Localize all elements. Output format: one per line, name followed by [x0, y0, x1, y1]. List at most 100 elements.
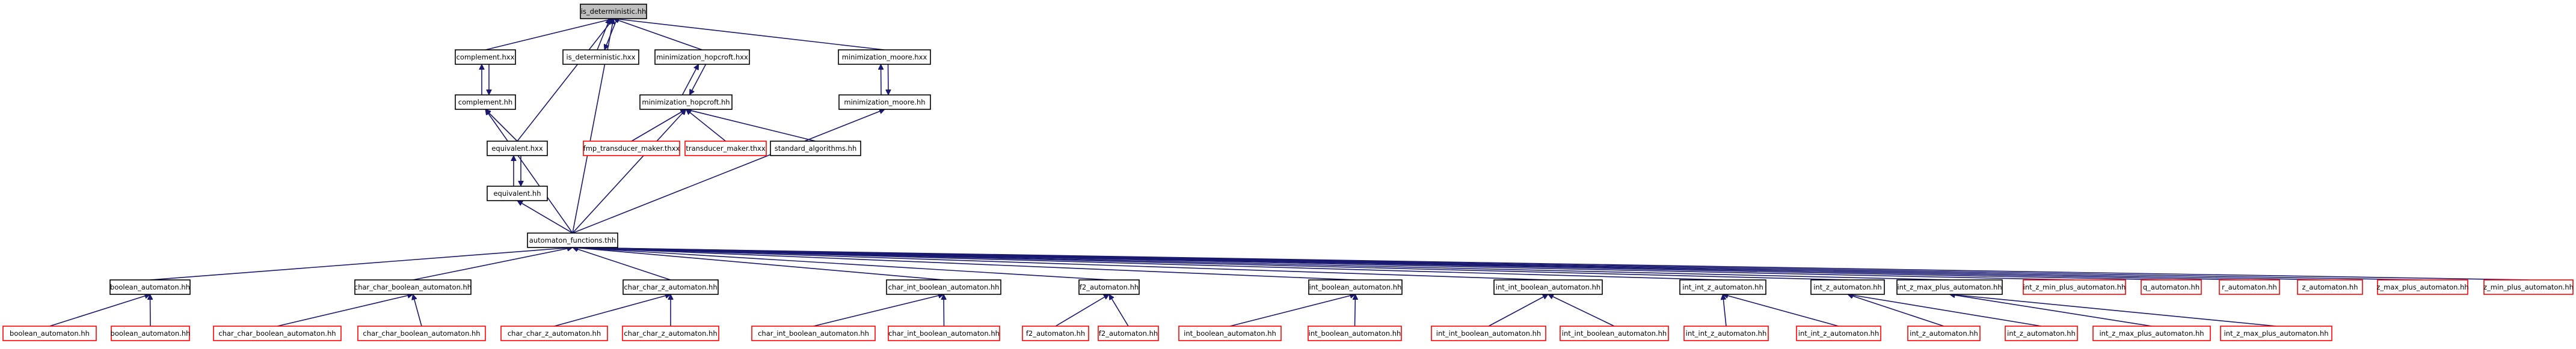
node-box: [1493, 279, 1603, 295]
node-iiz2[interactable]: int_int_z_automaton.hh: [1796, 326, 1881, 341]
nodes-layer: is_deterministic.hh complement.hxx is_dete…: [2, 4, 2574, 341]
node-iz1[interactable]: int_z_automaton.hh: [1907, 326, 1981, 341]
node-ccb1[interactable]: char_char_boolean_automaton.hh: [213, 326, 342, 341]
node-cib2[interactable]: char_int_boolean_automaton.hh: [888, 326, 1000, 341]
node-izmin_a[interactable]: int_z_min_plus_automaton.hh: [2023, 279, 2126, 295]
node-comp_hxx[interactable]: complement.hxx: [455, 49, 516, 65]
node-label: int_int_z_automaton.hh: [1682, 283, 1763, 291]
edge-af-to-equiv_hh: [517, 200, 573, 234]
node-box: [1810, 279, 1885, 295]
node-f21[interactable]: f2_automaton.hh: [1022, 326, 1089, 341]
node-ib_a[interactable]: int_boolean_automaton.hh: [1308, 279, 1403, 295]
edge-ccb1-to-ccb_a: [277, 294, 413, 327]
node-ccz2[interactable]: char_char_z_automaton.hh: [622, 326, 719, 341]
node-r_a[interactable]: r_automaton.hh: [2219, 279, 2280, 295]
node-label: int_boolean_automaton.hh: [1184, 329, 1276, 338]
node-ccz1[interactable]: char_char_z_automaton.hh: [500, 326, 608, 341]
edge-ib1-to-ib_a: [1229, 294, 1356, 327]
node-box: [2023, 279, 2126, 295]
node-iz2[interactable]: int_z_automaton.hh: [2005, 326, 2078, 341]
node-label: char_int_boolean_automaton.hh: [758, 329, 869, 338]
node-ccb2[interactable]: char_char_boolean_automaton.hh: [357, 326, 486, 341]
node-zmin_a[interactable]: z_min_plus_automaton.hh: [2483, 279, 2574, 295]
node-f2_a[interactable]: f2_automaton.hh: [1078, 279, 1140, 295]
edge-iib_a-to-af: [573, 247, 1549, 281]
edge-fmp-to-hop_hh: [631, 109, 686, 142]
edge-equiv_hxx-to-comp_hh: [485, 109, 518, 142]
node-ccz_a[interactable]: char_char_z_automaton.hh: [622, 279, 719, 295]
node-box: [751, 326, 876, 341]
node-label: char_char_boolean_automaton.hh: [363, 329, 480, 338]
node-label: boolean_automaton.hh: [110, 283, 190, 291]
node-ccb_a[interactable]: char_char_boolean_automaton.hh: [354, 279, 472, 295]
node-iib2[interactable]: int_int_boolean_automaton.hh: [1560, 326, 1669, 341]
node-boolean_a[interactable]: boolean_automaton.hh: [109, 279, 191, 295]
node-box: [886, 279, 1001, 295]
node-box: [527, 232, 618, 248]
node-zmax_a[interactable]: z_max_plus_automaton.hh: [2376, 279, 2469, 295]
node-box: [654, 49, 750, 65]
node-ib1[interactable]: int_boolean_automaton.hh: [1178, 326, 1282, 341]
node-trans[interactable]: transducer_maker.thxx: [684, 141, 767, 156]
edge-iib1-to-iib_a: [1488, 294, 1548, 327]
node-label: int_int_z_automaton.hh: [1686, 329, 1766, 338]
node-hop_hxx[interactable]: minimization_hopcroft.hxx: [654, 49, 750, 65]
edge-iiz1-to-iiz_a: [1723, 294, 1727, 327]
node-iiz1[interactable]: int_int_z_automaton.hh: [1683, 326, 1769, 341]
node-box: [455, 49, 516, 65]
node-label: z_max_plus_automaton.hh: [2376, 283, 2468, 291]
node-label: minimization_moore.hh: [844, 98, 925, 106]
node-b1[interactable]: boolean_automaton.hh: [2, 326, 97, 341]
edge-cib1-to-cib_a: [813, 294, 944, 327]
node-iiz_a[interactable]: int_int_z_automaton.hh: [1679, 279, 1766, 295]
node-equiv_hxx[interactable]: equivalent.hxx: [487, 141, 548, 156]
node-root[interactable]: is_deterministic.hh: [580, 4, 647, 19]
node-z_a[interactable]: z_automaton.hh: [2297, 279, 2363, 295]
node-box: [1431, 326, 1546, 341]
node-label: int_int_boolean_automaton.hh: [1436, 329, 1541, 338]
node-iib_a[interactable]: int_int_boolean_automaton.hh: [1493, 279, 1603, 295]
node-hop_hh[interactable]: minimization_hopcroft.hh: [639, 94, 733, 110]
node-cib1[interactable]: char_int_boolean_automaton.hh: [751, 326, 876, 341]
edge-iiz2-to-iiz_a: [1723, 294, 1839, 327]
node-izmax2[interactable]: int_z_max_plus_automaton.hh: [2220, 326, 2332, 341]
node-af[interactable]: automaton_functions.thh: [527, 232, 618, 248]
node-b2[interactable]: boolean_automaton.hh: [111, 326, 191, 341]
node-equiv_hh[interactable]: equivalent.hh: [487, 186, 548, 201]
node-ib2[interactable]: int_boolean_automaton.hh: [1308, 326, 1402, 341]
edge-ccb_a-to-af: [413, 247, 573, 281]
node-f22[interactable]: f2_automaton.hh: [1098, 326, 1159, 341]
node-isdet_hxx[interactable]: is_deterministic.hxx: [562, 49, 639, 65]
node-label: int_z_automaton.hh: [1910, 329, 1978, 338]
node-box: [109, 279, 191, 295]
node-izmax1[interactable]: int_z_max_plus_automaton.hh: [2092, 326, 2211, 341]
node-label: fmp_transducer_maker.thxx: [583, 144, 680, 153]
node-std[interactable]: standard_algorithms.hh: [770, 141, 861, 156]
node-box: [2005, 326, 2078, 341]
node-iib1[interactable]: int_int_boolean_automaton.hh: [1431, 326, 1546, 341]
edge-iiz_a-to-af: [573, 247, 1723, 281]
node-box: [455, 94, 516, 110]
edge-isdet_hxx-to-root: [597, 19, 610, 50]
node-box: [2, 326, 97, 341]
node-q_a[interactable]: q_automaton.hh: [2141, 279, 2202, 295]
node-izmax_a[interactable]: int_z_max_plus_automaton.hh: [1896, 279, 2003, 295]
node-fmp[interactable]: fmp_transducer_maker.thxx: [583, 141, 680, 156]
edge-cib_a-to-af: [573, 247, 944, 281]
node-label: int_z_max_plus_automaton.hh: [1897, 283, 2002, 291]
edge-moore_hxx-to-root: [613, 19, 885, 50]
node-label: int_int_boolean_automaton.hh: [1496, 283, 1600, 291]
node-label: minimization_hopcroft.hh: [642, 98, 730, 106]
node-label: r_automaton.hh: [2222, 283, 2277, 291]
node-box: [1896, 279, 2003, 295]
node-box: [487, 186, 548, 201]
node-iz_a[interactable]: int_z_automaton.hh: [1810, 279, 1885, 295]
node-moore_hxx[interactable]: minimization_moore.hxx: [838, 49, 931, 65]
node-box: [1078, 279, 1140, 295]
node-moore_hh[interactable]: minimization_moore.hh: [838, 94, 931, 110]
node-comp_hh[interactable]: complement.hh: [455, 94, 516, 110]
edge-comp_hxx-to-root: [485, 19, 613, 50]
edge-zmin_a-to-af: [573, 247, 2529, 281]
node-cib_a[interactable]: char_int_boolean_automaton.hh: [886, 279, 1001, 295]
